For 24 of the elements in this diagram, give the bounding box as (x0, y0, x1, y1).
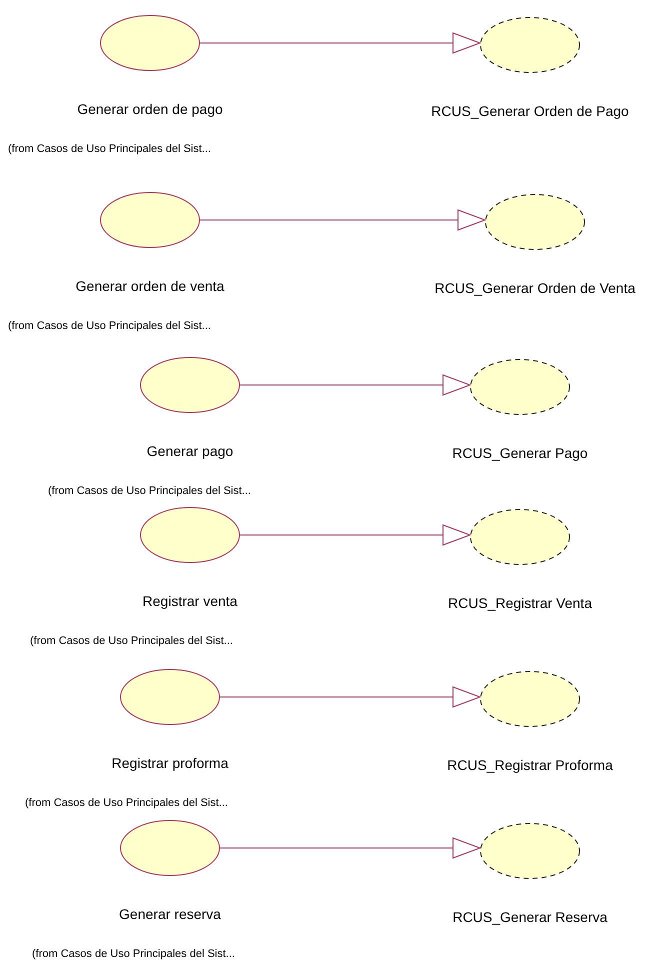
use-case-name: RCUS_Generar Reserva (452, 908, 608, 927)
arrow (220, 686, 480, 708)
use-case-name: RCUS_Generar Orden de Venta (434, 279, 636, 298)
package-note: (from Casos de Uso Principales del Sist... (8, 142, 211, 157)
package-note: (from Casos de Uso Principales del Sist... (30, 634, 233, 649)
use-case-name: RCUS_Registrar Venta (448, 594, 592, 613)
arrow (200, 210, 486, 230)
arrow (240, 524, 470, 546)
arrow (240, 374, 470, 396)
package-note: (from Casos de Uso Principales del Sist... (25, 796, 228, 811)
package-note: (from Casos de Uso Principales del Sist... (48, 484, 251, 499)
use-case-name: Registrar venta (142, 592, 238, 611)
use-case-name: RCUS_Generar Pago (452, 444, 588, 463)
use-case-name: Registrar proforma (112, 754, 228, 773)
use-case-name: Generar pago (146, 442, 234, 461)
package-note: (from Casos de Uso Principales del Sist... (8, 319, 211, 334)
use-case-name: Generar reserva (119, 905, 221, 924)
arrow (200, 32, 480, 54)
use-case-name: RCUS_Registrar Proforma (447, 756, 613, 775)
use-case-name: Generar orden de venta (76, 277, 224, 296)
arrow (220, 838, 480, 858)
use-case-name: Generar orden de pago (77, 100, 223, 119)
use-case-name: RCUS_Generar Orden de Pago (431, 102, 629, 121)
package-note: (from Casos de Uso Principales del Sist... (32, 947, 235, 962)
